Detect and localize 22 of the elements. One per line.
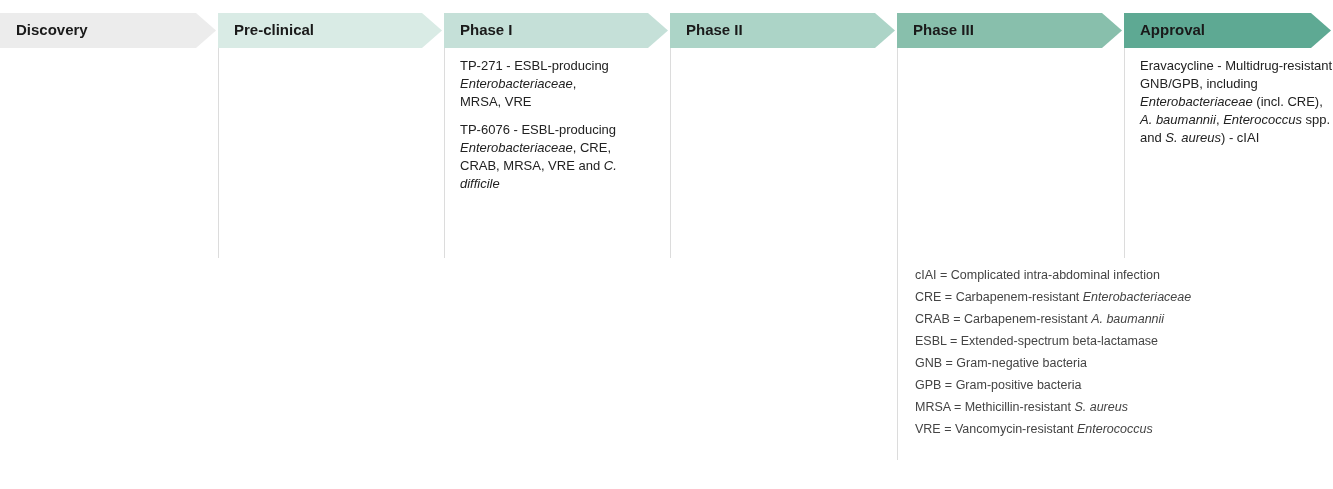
phase-label: Phase III [913,21,974,38]
phase-banner [670,13,895,48]
abbreviation-note: CRAB = Carbapenem-resistant A. baumannii [915,311,1165,328]
phase-banner [897,13,1122,48]
drug-entry: TP-6076 - ESBL-producing Enterobacteriaceae, CRE, CRAB, MRSA, VRE and C. difficile [460,121,618,193]
phase-banner [218,13,442,48]
phase-label: Discovery [16,21,88,38]
phase-banner [1124,13,1331,48]
drug-entry: TP-271 - ESBL-producing Enterobacteriaceae, MRSA, VRE [460,57,610,111]
abbreviation-note: cIAI = Complicated intra-abdominal infection [915,267,1160,284]
abbreviation-note: MRSA = Methicillin-resistant S. aureus [915,399,1128,416]
abbreviation-note: VRE = Vancomycin-resistant Enterococcus [915,421,1153,438]
abbreviation-note: ESBL = Extended-spectrum beta-lactamase [915,333,1159,350]
phase-banner [444,13,668,48]
phase-label: Phase II [686,21,743,38]
phase-label: Phase I [460,21,513,38]
abbreviation-note: GPB = Gram-positive bacteria [915,377,1082,394]
phase-label: Approval [1140,21,1205,38]
abbreviation-note: CRE = Carbapenem-resistant Enterobacteriaceae [915,289,1192,306]
drug-entry: Eravacycline - Multidrug-resistant GNB/GPB, including Enterobacteriaceae (incl. CRE), A. baumannii, Enterococcus spp. and S. aureus) - cIAI [1140,57,1333,147]
phase-label: Pre-clinical [234,21,315,38]
abbreviation-note: GNB = Gram-negative bacteria [915,355,1087,372]
